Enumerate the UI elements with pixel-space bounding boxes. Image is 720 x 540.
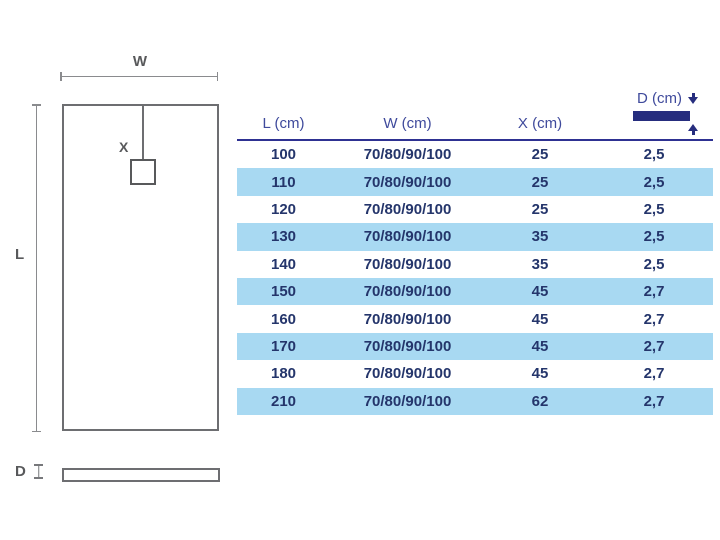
length-label: L xyxy=(15,246,25,263)
table-cell: 70/80/90/100 xyxy=(363,283,452,301)
table-cell: 2,7 xyxy=(643,337,665,355)
table-cell: 2,7 xyxy=(643,392,665,410)
table-row: 120 70/80/90/100 25 2,5 xyxy=(237,196,713,223)
column-header-x: X (cm) xyxy=(517,115,563,132)
tray-top-view xyxy=(62,104,219,431)
table-row: 140 70/80/90/100 35 2,5 xyxy=(237,251,713,278)
table-cell: 45 xyxy=(531,283,549,301)
table-cell: 35 xyxy=(531,228,549,246)
table-cell: 110 xyxy=(271,173,296,191)
table-cell: 150 xyxy=(270,283,297,301)
table-row: 150 70/80/90/100 45 2,7 xyxy=(237,277,713,306)
table-cell: 130 xyxy=(270,228,297,246)
table-cell: 70/80/90/100 xyxy=(363,173,452,191)
width-label: W xyxy=(132,53,148,70)
table-cell: 180 xyxy=(270,365,297,383)
column-header-d-label: D (cm) xyxy=(637,90,682,107)
table-row: 100 70/80/90/100 25 2,5 xyxy=(237,141,713,168)
drain-offset-label: X xyxy=(119,139,129,155)
table-cell: 45 xyxy=(531,310,549,328)
length-dimension-line xyxy=(32,104,41,432)
table-cell: 2,5 xyxy=(643,146,665,164)
arrow-down-icon xyxy=(688,93,698,104)
width-dimension-line xyxy=(60,72,218,81)
table-cell: 2,5 xyxy=(643,255,665,273)
table-header-row: L (cm) W (cm) X (cm) D (cm) xyxy=(237,89,713,141)
dimensions-table: L (cm) W (cm) X (cm) D (cm) 100 70/80/90… xyxy=(237,89,713,415)
table-row: 180 70/80/90/100 45 2,7 xyxy=(237,360,713,387)
table-cell: 210 xyxy=(270,392,297,410)
column-header-l: L (cm) xyxy=(262,115,305,132)
table-cell: 45 xyxy=(531,365,549,383)
table-cell: 35 xyxy=(531,255,549,273)
tray-side-view xyxy=(62,468,220,482)
table-cell: 70/80/90/100 xyxy=(363,200,452,218)
table-row: 160 70/80/90/100 45 2,7 xyxy=(237,305,713,332)
depth-header-group: D (cm) xyxy=(633,90,698,135)
table-cell: 62 xyxy=(531,392,549,410)
table-cell: 2,7 xyxy=(643,310,665,328)
table-cell: 45 xyxy=(531,337,549,355)
table-row: 110 70/80/90/100 25 2,5 xyxy=(237,168,713,196)
table-cell: 25 xyxy=(531,146,549,164)
table-cell: 25 xyxy=(531,200,549,218)
table-cell: 2,5 xyxy=(643,173,665,191)
table-cell: 120 xyxy=(270,200,297,218)
table-cell: 160 xyxy=(270,310,297,328)
table-cell: 2,7 xyxy=(643,365,665,383)
table-cell: 70/80/90/100 xyxy=(363,146,452,164)
depth-dimension-icon xyxy=(34,464,43,479)
column-header-w: W (cm) xyxy=(383,115,432,132)
table-row: 170 70/80/90/100 45 2,7 xyxy=(237,332,713,361)
table-row: 210 70/80/90/100 62 2,7 xyxy=(237,387,713,415)
table-cell: 2,7 xyxy=(643,283,665,301)
table-cell: 70/80/90/100 xyxy=(363,255,452,273)
table-cell: 140 xyxy=(270,255,297,273)
arrow-up-icon xyxy=(688,124,698,135)
table-cell: 2,5 xyxy=(643,228,665,246)
table-cell: 25 xyxy=(531,173,549,191)
table-cell: 70/80/90/100 xyxy=(363,365,452,383)
depth-label: D xyxy=(15,463,26,480)
table-cell: 170 xyxy=(270,337,297,355)
column-header-d: D (cm) xyxy=(595,89,713,139)
depth-bar-icon xyxy=(633,111,690,121)
table-cell: 2,5 xyxy=(643,200,665,218)
table-row: 130 70/80/90/100 35 2,5 xyxy=(237,223,713,251)
table-cell: 70/80/90/100 xyxy=(363,392,452,410)
table-cell: 70/80/90/100 xyxy=(363,228,452,246)
table-cell: 70/80/90/100 xyxy=(363,337,452,355)
drain-icon xyxy=(130,159,156,185)
table-cell: 70/80/90/100 xyxy=(363,310,452,328)
table-cell: 100 xyxy=(270,146,297,164)
